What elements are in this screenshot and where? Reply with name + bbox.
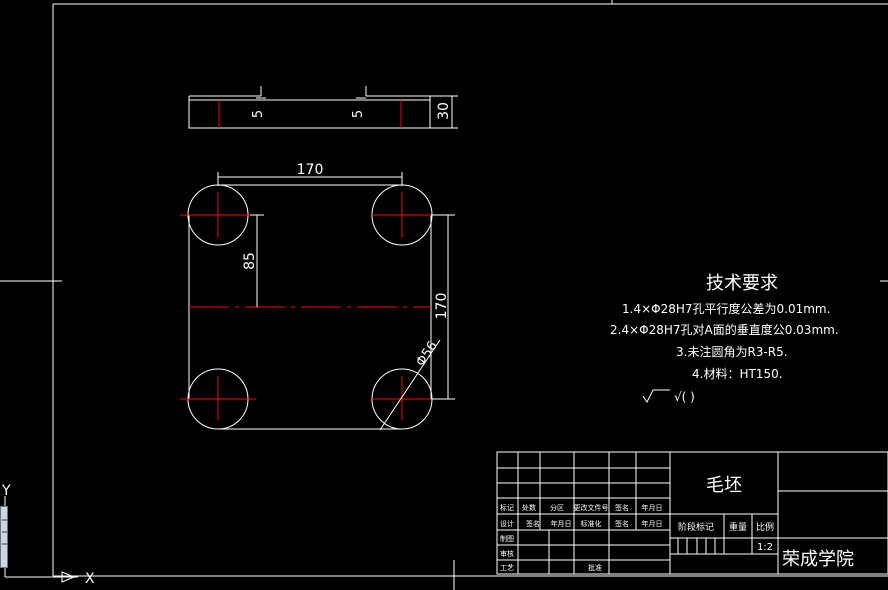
- tech-requirement-2: 2.4×Φ28H7孔对A面的垂直度公0.03mm.: [610, 322, 839, 337]
- hdr1-mark: 标记: [500, 503, 514, 512]
- dim-overall-y: 170: [434, 293, 450, 320]
- tech-requirements-title: 技术要求: [706, 273, 778, 294]
- school-name: 荣成学院: [782, 549, 854, 570]
- plan-view-centerlines: [180, 192, 440, 420]
- stage-label: 阶段标记: [678, 521, 714, 533]
- top-view: [188, 86, 458, 129]
- hdr2-sign2: 签名: [615, 519, 629, 528]
- label-drawing: 制图: [500, 534, 514, 543]
- hdr1-zone: 分区: [550, 503, 564, 512]
- dim-hole-span-y: 85: [242, 252, 258, 270]
- hdr2-date2: 年月日: [642, 519, 663, 528]
- part-name: 毛坯: [706, 475, 742, 496]
- plan-view-dimensions: [217, 172, 455, 431]
- roughness-note: √( ): [674, 390, 695, 404]
- title-block: [496, 451, 888, 575]
- dim-hole-span-x: 170: [297, 162, 324, 178]
- hdr2-sign: 签名: [526, 519, 540, 528]
- dim-right-depth: 5: [351, 110, 366, 118]
- label-review: 审核: [500, 549, 514, 558]
- title-block-left-labels: 制图 审核 工艺 批准: [500, 534, 602, 572]
- scale-value: 1:2: [757, 542, 773, 553]
- scale-label: 比例: [756, 521, 774, 533]
- side-toolbar-tab[interactable]: [0, 506, 8, 568]
- title-block-header-row1: 标记 处数 分区 更改文件号 签名 年月日: [500, 503, 663, 512]
- tech-requirement-1: 1.4×Φ28H7孔平行度公差为0.01mm.: [622, 301, 830, 316]
- hdr1-change-doc: 更改文件号: [574, 503, 609, 512]
- dim-left-depth: 5: [251, 110, 266, 118]
- dim-hole-diameter: Φ56: [413, 339, 440, 370]
- roughness-symbol-icon: [642, 389, 670, 403]
- ucs-icon: [4, 496, 78, 583]
- hdr2-design: 设计: [500, 519, 514, 528]
- label-approve: 批准: [588, 563, 602, 572]
- hdr1-date: 年月日: [642, 503, 663, 512]
- ucs-y-label: Y: [1, 483, 11, 499]
- ucs-x-label: X: [85, 571, 95, 587]
- toolbar-notch: [2, 531, 7, 533]
- tech-requirement-4: 4.材料：HT150.: [692, 367, 783, 381]
- dim-thickness: 30: [436, 102, 452, 120]
- toolbar-notch: [2, 543, 7, 545]
- hdr1-count: 处数: [522, 503, 536, 512]
- hdr2-date: 年月日: [551, 519, 572, 528]
- label-process: 工艺: [500, 564, 514, 572]
- title-block-header-row2: 设计 签名 年月日 标准化 签名 年月日: [500, 519, 663, 528]
- weight-label: 重量: [729, 521, 747, 533]
- toolbar-notch: [2, 519, 7, 521]
- top-view-hidden-lines: [218, 100, 402, 128]
- tech-requirement-3: 3.未注圆角为R3-R5.: [676, 344, 788, 359]
- hdr2-standard: 标准化: [581, 519, 602, 528]
- hdr1-sign: 签名: [615, 503, 629, 512]
